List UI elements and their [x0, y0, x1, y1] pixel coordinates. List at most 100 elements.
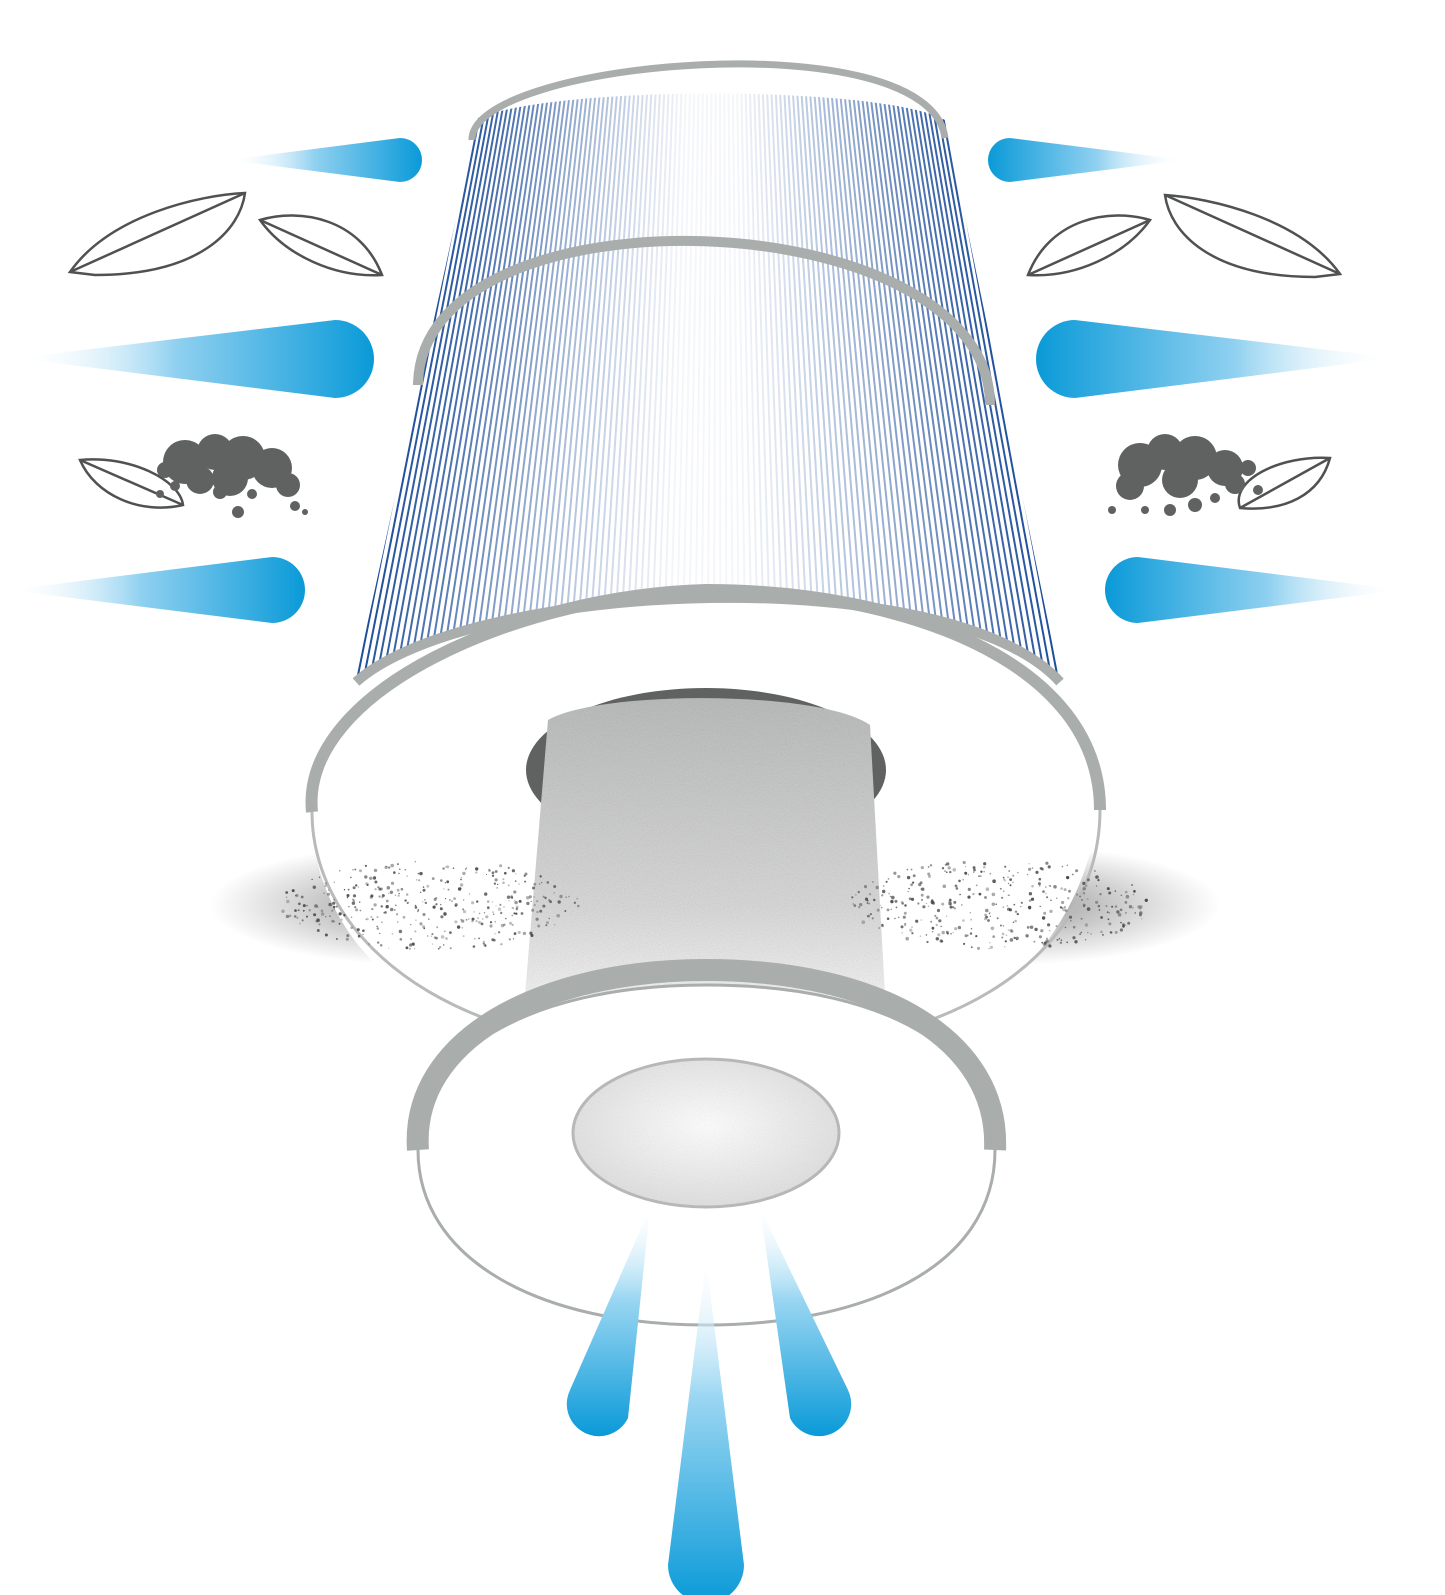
- dust-speck: [306, 916, 308, 918]
- dust-speck: [495, 905, 496, 906]
- dust-speck: [970, 932, 972, 934]
- dust-speck: [1072, 874, 1074, 876]
- dust-speck: [946, 915, 948, 917]
- dust-speck: [901, 925, 904, 928]
- dust-speck: [407, 902, 409, 904]
- dust-speck: [492, 875, 494, 877]
- dust-speck: [1014, 937, 1016, 939]
- dust-speck: [908, 891, 909, 892]
- dust-speck: [350, 927, 353, 930]
- dust-speck: [867, 902, 869, 904]
- dust-speck: [362, 929, 365, 932]
- dust-speck: [1095, 875, 1099, 879]
- dust-speck: [1067, 865, 1068, 866]
- dust-speck: [431, 933, 433, 935]
- dust-speck: [482, 918, 483, 919]
- dust-speck: [926, 934, 928, 936]
- dust-speck: [380, 888, 383, 891]
- dust-speck: [544, 897, 546, 899]
- dust-speck: [1096, 885, 1097, 886]
- dust-speck: [484, 892, 487, 895]
- dust-speck: [918, 883, 921, 886]
- dust-speck: [381, 905, 383, 907]
- dust-speck: [358, 887, 359, 888]
- dust-speck: [498, 908, 501, 911]
- dust-speck: [853, 903, 855, 905]
- dust-speck: [313, 913, 316, 916]
- dust-speck: [377, 927, 380, 930]
- dust-speck: [1038, 882, 1041, 885]
- dust-speck: [937, 909, 940, 912]
- dust-speck: [333, 899, 334, 900]
- dust-speck: [515, 880, 517, 882]
- dust-speck: [357, 928, 360, 931]
- dust-speck: [346, 938, 349, 941]
- dust-speck: [1043, 912, 1046, 915]
- dust-speck: [1002, 933, 1005, 936]
- dust-speck: [932, 931, 933, 932]
- dust-speck: [941, 903, 944, 906]
- dust-speck: [882, 890, 885, 893]
- dust-speck: [1065, 927, 1067, 929]
- dust-speck: [495, 870, 498, 873]
- dust-speck: [876, 886, 879, 889]
- dust-speck: [423, 889, 426, 892]
- dust-speck: [909, 897, 912, 900]
- dust-speck: [877, 909, 880, 912]
- dust-speck: [526, 902, 529, 905]
- flow-arrow: [228, 138, 422, 182]
- dust-speck: [1001, 897, 1003, 899]
- dust-speck: [286, 915, 289, 918]
- dust-speck: [461, 920, 464, 923]
- dust-speck: [971, 946, 973, 948]
- dust-speck: [893, 872, 896, 875]
- dust-speck: [466, 867, 467, 868]
- dust-speck: [390, 891, 393, 894]
- dust-speck: [1027, 874, 1028, 875]
- dust-speck: [298, 903, 301, 906]
- dust-speck: [930, 921, 932, 923]
- dust-speck: [904, 904, 906, 906]
- dust-speck: [404, 869, 406, 871]
- dust-speck: [395, 895, 396, 896]
- dust-speck: [1080, 932, 1082, 934]
- dust-speck: [1010, 929, 1013, 932]
- dust-speck: [314, 904, 318, 908]
- dust-speck: [417, 909, 419, 911]
- dust-speck: [992, 893, 996, 897]
- dust-speck: [1021, 902, 1023, 904]
- dust-speck: [302, 919, 304, 921]
- dust-speck: [859, 903, 862, 906]
- dust-speck: [1081, 899, 1083, 901]
- dust-speck: [1060, 942, 1062, 944]
- dust-speck: [445, 937, 448, 940]
- dust-speck: [358, 935, 361, 938]
- dust-speck: [992, 935, 995, 938]
- dust-speck: [444, 931, 446, 933]
- dust-speck: [436, 926, 438, 928]
- dust-speck: [422, 901, 423, 902]
- dust-speck: [558, 900, 561, 903]
- dust-speck: [1087, 878, 1090, 881]
- dust-speck: [908, 888, 910, 890]
- dust-speck: [1120, 922, 1122, 924]
- dust-speck: [946, 871, 948, 873]
- dust-speck: [922, 905, 925, 908]
- dust-speck: [1108, 922, 1111, 925]
- dust-speck: [934, 915, 936, 917]
- dust-speck: [325, 916, 326, 917]
- dust-speck: [476, 900, 478, 902]
- dust-speck: [359, 901, 360, 902]
- dust-speck: [1029, 907, 1031, 909]
- dust-speck: [984, 896, 987, 899]
- dust-speck: [415, 861, 416, 862]
- dust-speck: [577, 905, 580, 908]
- dust-speck: [917, 902, 919, 904]
- dust-speck: [1120, 928, 1123, 931]
- dust-speck: [296, 917, 298, 919]
- dust-speck: [940, 926, 941, 927]
- dust-speck: [285, 891, 288, 894]
- dust-speck: [956, 887, 959, 890]
- dust-speck: [1049, 885, 1050, 886]
- dust-speck: [973, 871, 974, 872]
